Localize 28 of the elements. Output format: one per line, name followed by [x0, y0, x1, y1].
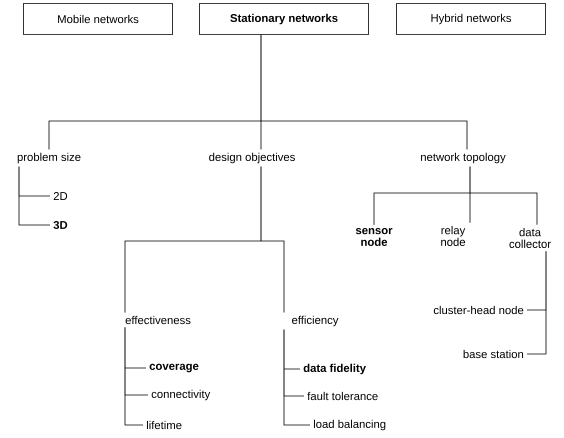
- tree-line: [260, 166, 284, 313]
- tree-label: fault tolerance: [307, 392, 378, 400]
- tree-label: cluster-head node: [434, 306, 524, 314]
- tree-line: [284, 329, 310, 426]
- tree-label: efficiency: [292, 316, 338, 326]
- tree-line: [18, 166, 50, 226]
- tree-label: effectiveness: [126, 316, 190, 324]
- tree-label: 2D: [54, 192, 68, 200]
- tree-line: [124, 326, 144, 426]
- tree-label: base station: [464, 350, 524, 358]
- tree-label: load balancing: [314, 420, 386, 430]
- network-type-box: Hybrid networks: [396, 3, 546, 35]
- tree-label: sensor node: [356, 228, 392, 246]
- tree-label: coverage: [150, 364, 198, 372]
- tree-label: 3D: [53, 220, 68, 229]
- tree-label: network topology: [421, 152, 506, 164]
- tree-label: lifetime: [146, 420, 182, 430]
- tree-line: [526, 250, 546, 354]
- tree-label: problem size: [18, 152, 80, 164]
- tree-label: relay node: [441, 226, 466, 246]
- tree-label: design objectives: [209, 152, 295, 164]
- tree-line: [260, 34, 468, 150]
- tree-label: data collector: [509, 228, 551, 248]
- tree-label: data fidelity: [304, 364, 366, 374]
- tree-label: connectivity: [152, 390, 210, 400]
- network-type-box: Mobile networks: [23, 3, 173, 35]
- network-type-box: Stationary networks: [199, 3, 369, 35]
- tree-line: [470, 166, 538, 226]
